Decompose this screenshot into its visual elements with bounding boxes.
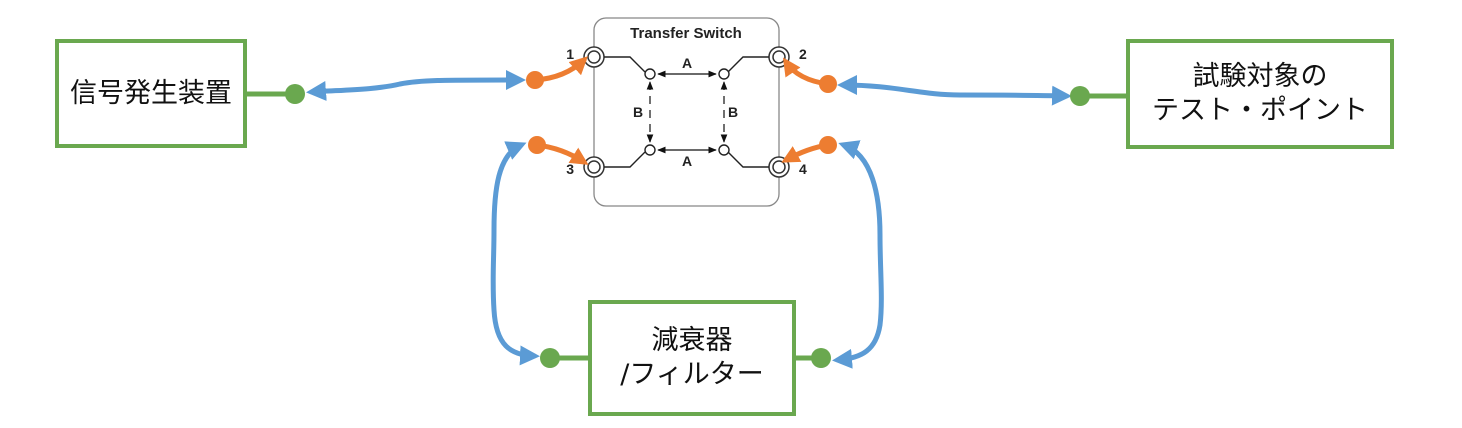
cable-port-4-to-attenuator (832, 140, 884, 369)
port-2-link-dot (819, 75, 837, 93)
switch-node-top-right (718, 68, 730, 80)
path-a-top-label: A (682, 55, 692, 71)
switch-node-bottom-right (718, 144, 730, 156)
switch-internal-leads (604, 56, 769, 168)
port-3-label: 3 (566, 161, 574, 177)
port-3-connector (583, 156, 605, 178)
test-point-box: 試験対象の テスト・ポイント (1126, 39, 1394, 149)
switch-node-top-left (644, 68, 656, 80)
transfer-switch-title: Transfer Switch (630, 25, 742, 42)
generator-connector (247, 84, 305, 104)
attenuator-filter-box: 減衰器 /フィルター (588, 300, 796, 416)
port-3-link-dot (528, 136, 546, 154)
cable-generator-to-port-1 (306, 70, 526, 101)
signal-generator-label: 信号発生装置 (70, 77, 232, 109)
port-1-label: 1 (566, 46, 574, 62)
port-1-link-dot (526, 71, 544, 89)
port-1-connector (583, 46, 605, 68)
attenuator-label-line-1: 減衰器 (651, 325, 733, 357)
attenuator-right-connector (796, 348, 831, 368)
test-point-label-line-1: 試験対象の (1192, 61, 1328, 93)
attenuator-left-connector (540, 348, 588, 368)
switch-nodes (644, 68, 730, 156)
path-b-left-label: B (633, 104, 643, 120)
port-4-label: 4 (799, 161, 807, 177)
test-point-label-line-2: テスト・ポイント (1152, 95, 1368, 126)
port-4-link-dot (819, 136, 837, 154)
cable-port-3-to-attenuator (490, 141, 540, 366)
attenuator-label-line-2: /フィルター (620, 359, 764, 390)
switch-node-bottom-left (644, 144, 656, 156)
port-2-label: 2 (799, 46, 807, 62)
path-a-bottom-label: A (682, 153, 692, 169)
signal-generator-box: 信号発生装置 (55, 39, 247, 148)
dut-connector (1070, 86, 1126, 106)
path-b-right-label: B (728, 104, 738, 120)
cable-port-2-to-dut (837, 75, 1072, 106)
transfer-switch-body (593, 17, 780, 207)
